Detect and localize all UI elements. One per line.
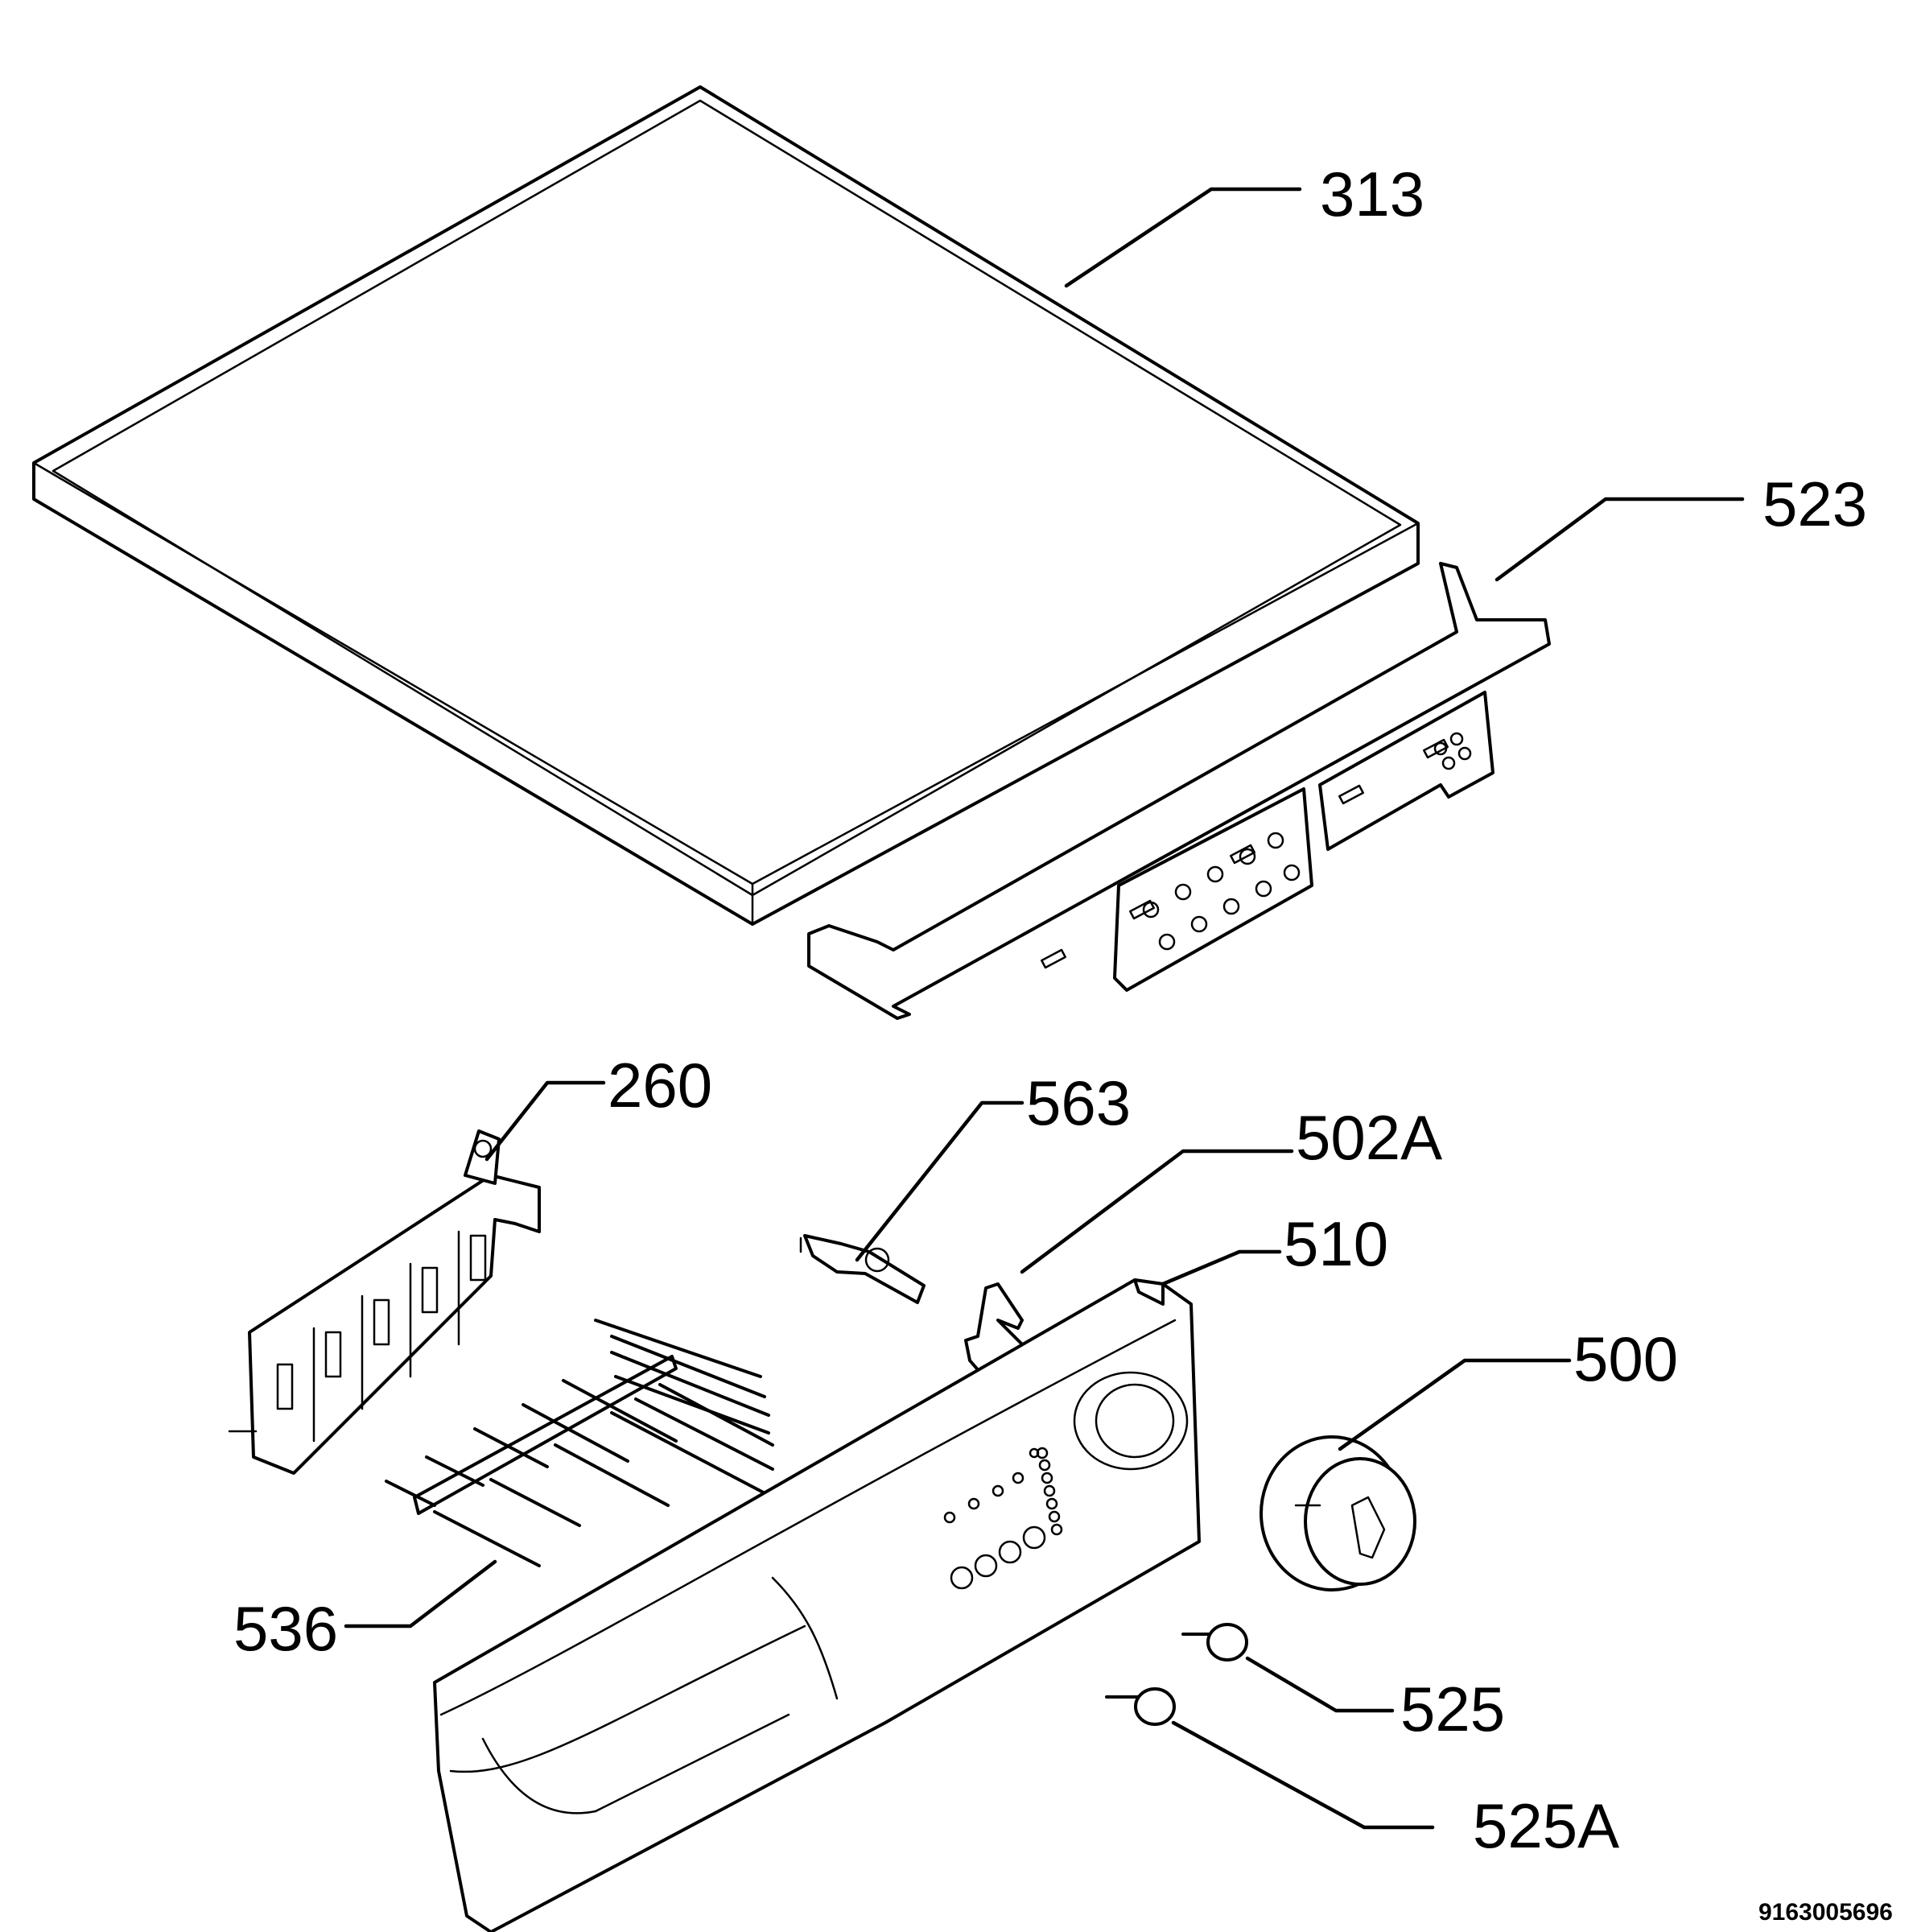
- leader-260: [484, 1080, 606, 1162]
- callout-500: 500: [1573, 1323, 1678, 1394]
- part-523-panel-bracket: [807, 562, 1551, 1020]
- part-563-spindle: [799, 1234, 926, 1304]
- callout-313: 313: [1320, 159, 1424, 229]
- part-536-push-rods: [385, 1319, 774, 1567]
- leader-510: [1161, 1249, 1282, 1286]
- callout-502a: 502A: [1296, 1102, 1442, 1173]
- callout-563: 563: [1026, 1067, 1131, 1138]
- part-500-selector-knob: [1260, 1435, 1416, 1591]
- callout-536: 536: [233, 1593, 338, 1664]
- leader-502a: [1020, 1149, 1294, 1274]
- callout-523: 523: [1763, 469, 1867, 539]
- leader-536: [344, 1559, 497, 1629]
- leader-525a: [1171, 1720, 1435, 1830]
- part-525-push-button: [1181, 1623, 1248, 1662]
- callout-510: 510: [1284, 1208, 1388, 1279]
- leader-313: [1064, 187, 1302, 288]
- part-525a-push-button: [1105, 1687, 1176, 1726]
- bracket-slots: [1041, 738, 1449, 969]
- part-510-control-panel: [433, 1278, 1201, 1932]
- leader-523: [1495, 497, 1745, 582]
- callout-260: 260: [608, 1050, 712, 1121]
- leader-500: [1338, 1358, 1572, 1451]
- leader-563: [855, 1100, 1025, 1262]
- panel-buttons: [950, 1525, 1046, 1590]
- leader-525: [1245, 1656, 1395, 1713]
- part-260-switch-block: [228, 1129, 541, 1475]
- part-313-worktop-lid: [32, 85, 1420, 926]
- document-number: 9163005696: [1758, 1899, 1893, 1926]
- callout-525: 525: [1400, 1674, 1505, 1744]
- callout-525a: 525A: [1473, 1790, 1619, 1861]
- panel-indicator-leds: [943, 1447, 1063, 1536]
